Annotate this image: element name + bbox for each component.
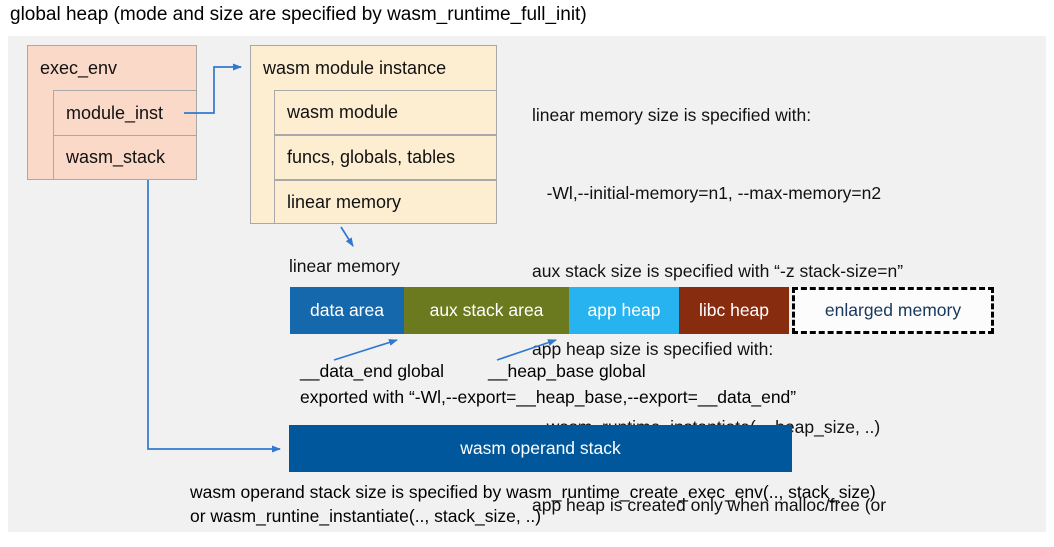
segment-enlarged-memory: enlarged memory: [792, 287, 994, 334]
exec-env-row-module-inst: module_inst: [53, 90, 197, 136]
wasm-operand-stack-bar: wasm operand stack: [289, 425, 792, 472]
segment-aux-stack-area: aux stack area: [404, 287, 569, 334]
segment-libc-heap: libc heap: [679, 287, 789, 334]
note-line: -Wl,--initial-memory=n1, --max-memory=n2: [532, 183, 882, 203]
segment-app-heap: app heap: [569, 287, 679, 334]
exec-env-row-wasm-stack: wasm_stack: [53, 135, 197, 180]
label-heap-base-global: __heap_base global: [488, 361, 646, 381]
exec-env-header: exec_env: [40, 58, 118, 78]
operand-stack-note-line-2: or wasm_runtine_instantiate(.., stack_si…: [190, 506, 542, 526]
note-line: aux stack size is specified with “-z sta…: [532, 261, 904, 281]
export-note: exported with “-Wl,--export=__heap_base,…: [300, 387, 797, 407]
module-instance-header: wasm module instance: [263, 58, 447, 78]
diagram-title: global heap (mode and size are specified…: [10, 4, 587, 25]
linear-memory-label: linear memory: [289, 256, 400, 276]
linear-memory-notes: linear memory size is specified with: -W…: [532, 50, 903, 547]
label-data-end-global: __data_end global: [300, 361, 445, 381]
note-line: app heap is created only when malloc/fre…: [532, 495, 887, 515]
wasm-operand-stack-label: wasm operand stack: [460, 438, 621, 458]
note-line: linear memory size is specified with:: [532, 105, 812, 125]
module-instance-row-funcs-globals-tables: funcs, globals, tables: [274, 135, 497, 180]
operand-stack-note-line-1: wasm operand stack size is specified by …: [190, 482, 876, 502]
linear-memory-bar: data area aux stack area app heap libc h…: [290, 287, 994, 334]
note-line: app heap size is specified with:: [532, 339, 774, 359]
module-instance-row-linear-memory: linear memory: [274, 180, 497, 224]
module-instance-row-wasm-module: wasm module: [274, 90, 497, 135]
segment-data-area: data area: [290, 287, 404, 334]
